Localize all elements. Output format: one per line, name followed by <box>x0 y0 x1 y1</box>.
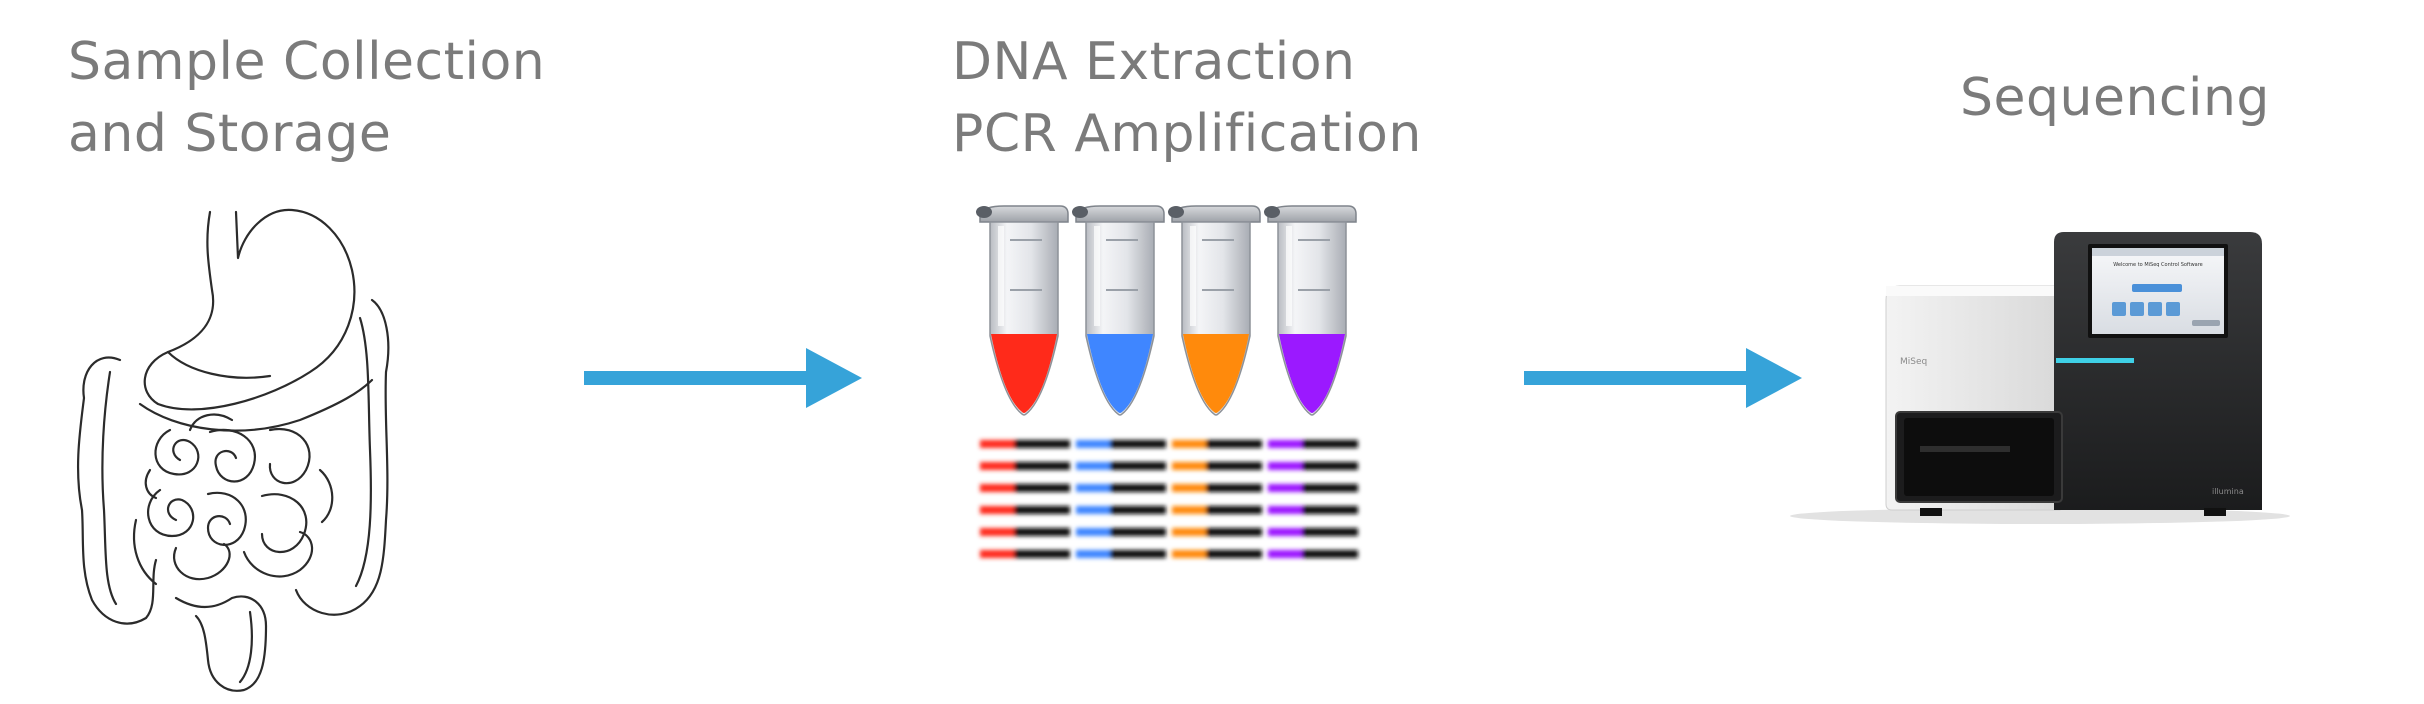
dna-band <box>1268 440 1358 448</box>
dna-band <box>1268 528 1358 536</box>
dna-band <box>1172 440 1262 448</box>
arrow-right-icon <box>584 348 862 408</box>
dna-band <box>1172 462 1262 470</box>
dna-band <box>980 550 1070 558</box>
dna-band <box>980 462 1070 470</box>
pcr-tube <box>1168 205 1261 416</box>
dna-band <box>1076 528 1166 536</box>
pcr-tube <box>976 205 1069 416</box>
arrow-right-icon <box>1524 348 1802 408</box>
dna-band <box>1076 462 1166 470</box>
pcr-tubes-icon <box>976 205 1358 558</box>
dna-band <box>1172 506 1262 514</box>
tube-liquid <box>1087 334 1153 413</box>
dna-band <box>1268 462 1358 470</box>
dna-band <box>1076 550 1166 558</box>
step-title-sample-collection: Sample Collection and Storage <box>68 32 546 164</box>
dna-band <box>1076 440 1166 448</box>
dna-band <box>1076 484 1166 492</box>
dna-band <box>980 440 1070 448</box>
sequencer-icon: MiSeq Welcome to MiSeq Control Software … <box>1790 232 2290 524</box>
screen-title: Welcome to MiSeq Control Software <box>2113 262 2203 268</box>
step-title-sequencing: Sequencing <box>1960 68 2270 128</box>
digestive-tract-icon <box>76 208 390 692</box>
dna-band <box>1172 484 1262 492</box>
dna-band <box>1172 550 1262 558</box>
dna-band <box>1268 550 1358 558</box>
dna-band <box>980 484 1070 492</box>
step-title-dna-extraction: DNA Extraction PCR Amplification <box>952 32 1422 164</box>
dna-band <box>1268 484 1358 492</box>
sequencer-brand-label: MiSeq <box>1900 357 1927 367</box>
dna-band <box>1268 506 1358 514</box>
pcr-tube <box>1264 205 1357 416</box>
dna-band <box>1076 506 1166 514</box>
tube-liquid <box>991 334 1057 413</box>
dna-band <box>980 528 1070 536</box>
dna-band <box>1172 528 1262 536</box>
dna-band <box>980 506 1070 514</box>
tube-liquid <box>1183 334 1249 413</box>
tube-liquid <box>1279 334 1345 413</box>
pcr-tube <box>1072 205 1165 416</box>
sequencer-maker-label: illumina <box>2212 487 2244 496</box>
